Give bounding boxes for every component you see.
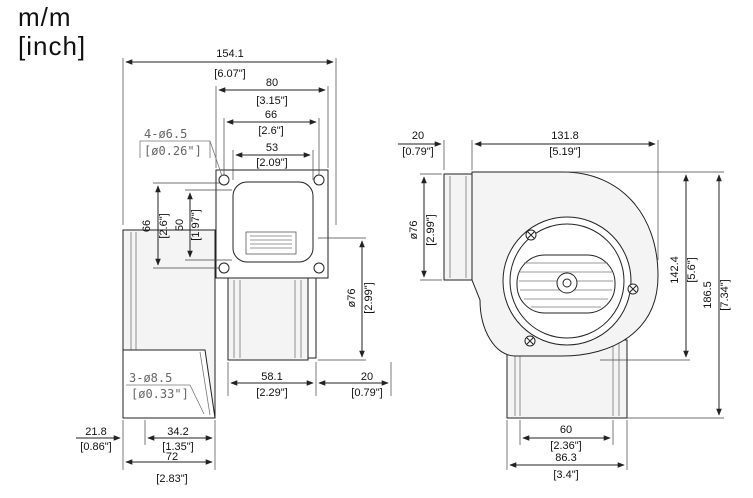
- dim-21-8: 21.8: [85, 426, 106, 438]
- dim-20-left: 20: [361, 371, 373, 383]
- dim-72-inch: [2.83"]: [156, 473, 187, 485]
- dim-20-right: 20: [412, 130, 424, 142]
- dim-186-5-inch: [7.34"]: [719, 279, 731, 310]
- dim-opening: 53: [266, 142, 278, 154]
- dim-opening-inch: [2.09"]: [256, 157, 287, 169]
- dim-vert-50: 50: [174, 219, 186, 231]
- dim-overall-width: 154.1: [216, 48, 244, 60]
- screw-icon: [525, 229, 537, 241]
- dim-outlet-dia-inch: [2.99"]: [363, 282, 375, 313]
- dim-60-inch: [2.36"]: [550, 440, 581, 452]
- dim-vert-66-inch: [2.6"]: [158, 213, 170, 238]
- dim-60: 60: [560, 424, 572, 436]
- flange-hole-icon: [313, 262, 325, 274]
- dim-inlet-dia: ø76: [408, 221, 420, 240]
- dim-86-3-inch: [3.4"]: [553, 469, 578, 481]
- dim-flange-width-inch: [3.15"]: [256, 95, 287, 107]
- unit-mm: m/m: [18, 2, 72, 32]
- dim-186-5: 186.5: [702, 281, 714, 309]
- dim-58-1-inch: [2.29"]: [256, 387, 287, 399]
- dim-inlet-dia-inch: [2.99"]: [425, 214, 437, 245]
- dim-34-2: 34.2: [167, 426, 188, 438]
- dim-72: 72: [166, 451, 178, 463]
- dim-142-4-inch: [5.6"]: [686, 257, 698, 282]
- dim-86-3: 86.3: [555, 452, 576, 464]
- dim-hole-spacing-inch: [2.6"]: [258, 125, 283, 137]
- dim-vert-50-inch: [1.97"]: [190, 209, 202, 240]
- front-view: 20 [0.79"] 131.8 [5.19"] ø76 [2.99"] 142…: [398, 130, 731, 481]
- dim-131-8: 131.8: [551, 130, 579, 142]
- unit-legend: m/m [inch]: [18, 2, 86, 60]
- callout-mount-holes: 4-ø6.5: [144, 127, 187, 141]
- dim-20-left-inch: [0.79"]: [351, 387, 382, 399]
- callout-base-holes: 3-ø8.5: [129, 371, 172, 385]
- outlet-opening: [232, 181, 314, 263]
- dim-58-1: 58.1: [261, 371, 282, 383]
- dim-vert-66: 66: [141, 220, 153, 232]
- dim-131-8-inch: [5.19"]: [549, 146, 580, 158]
- callout-mount-holes-inch: [ø0.26"]: [144, 144, 202, 158]
- inlet-tube: [443, 173, 473, 281]
- screw-icon: [627, 283, 639, 295]
- side-view: 154.1 [6.07"] 80 [3.15"] 66 [2.6"] 53 [2…: [76, 48, 392, 485]
- screw-icon: [524, 335, 536, 347]
- motor-shaft-icon: [556, 272, 578, 294]
- unit-inch: [inch]: [18, 31, 87, 61]
- dim-flange-width: 80: [266, 77, 278, 89]
- dim-21-8-inch: [0.86"]: [80, 441, 111, 453]
- dim-34-2-inch: [1.35"]: [162, 441, 193, 453]
- callout-base-holes-inch: [ø0.33"]: [131, 387, 189, 401]
- base-bracket: [122, 349, 216, 419]
- dim-20-right-inch: [0.79"]: [402, 146, 433, 158]
- dim-overall-width-inch: [6.07"]: [214, 68, 245, 80]
- dim-hole-spacing: 66: [265, 109, 277, 121]
- dim-outlet-dia: ø76: [346, 289, 358, 308]
- dim-142-4: 142.4: [669, 256, 681, 284]
